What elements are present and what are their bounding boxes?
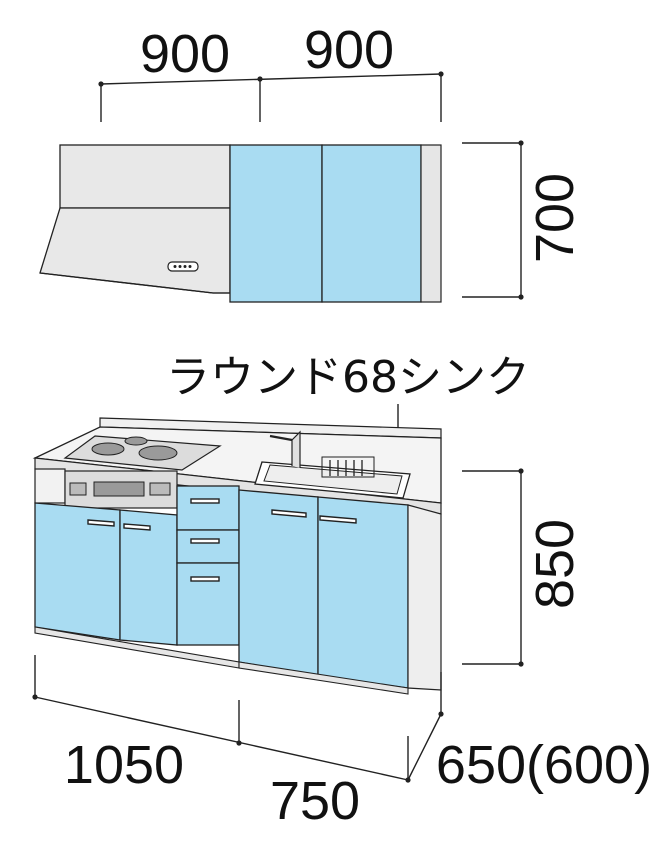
wall-height-dimension	[462, 140, 524, 300]
wall-width-right: 900	[304, 20, 394, 80]
base-width-right: 750	[270, 771, 360, 831]
wall-cabinet-doors	[229, 144, 442, 303]
gas-stove	[63, 435, 222, 471]
base-cabinet: 850 1050 750 650(600)	[32, 417, 652, 831]
sink	[254, 430, 411, 499]
stove-front	[34, 468, 178, 509]
base-width-left: 1050	[64, 735, 184, 795]
base-cabinet-doors	[34, 485, 442, 691]
wall-cabinet: 900 900 700	[39, 20, 585, 303]
base-height: 850	[525, 519, 585, 609]
base-depth: 650(600)	[436, 735, 652, 795]
base-width-dimension	[32, 655, 444, 783]
wall-width-dimension	[98, 71, 444, 122]
base-height-dimension	[462, 468, 524, 667]
range-hood	[39, 144, 231, 294]
cabinet-handles	[87, 498, 357, 582]
sink-label: ラウンド68シンク	[166, 352, 530, 403]
wall-width-left: 900	[140, 24, 230, 84]
wall-height: 700	[525, 173, 585, 263]
